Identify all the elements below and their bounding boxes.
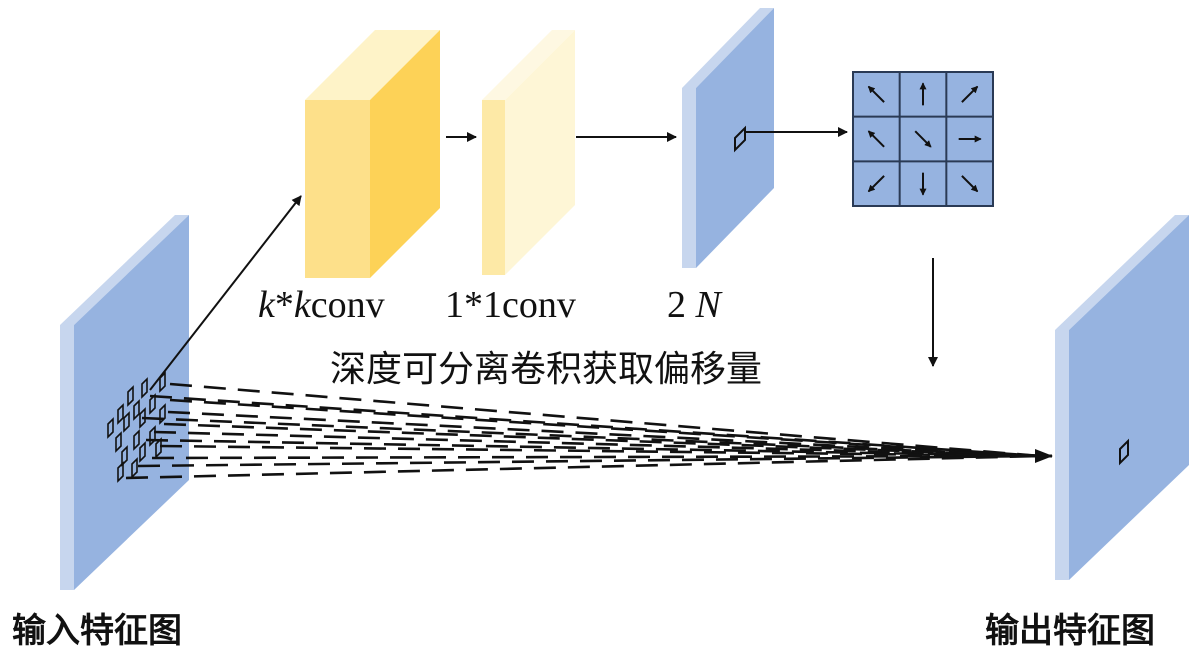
sampling-ray — [137, 454, 1041, 468]
sampling-ray — [125, 454, 1041, 480]
onexone-side — [505, 30, 575, 275]
sampling-rays — [125, 382, 1053, 480]
sampling-point — [139, 407, 146, 429]
sampling-point — [117, 461, 124, 483]
sampling-point — [133, 399, 140, 421]
sampling-point — [139, 441, 146, 463]
output-sample-point — [1119, 438, 1129, 466]
label-output-feature-map: 输出特征图 — [985, 611, 1155, 651]
output-map-left-edge — [1055, 330, 1069, 580]
kxk-conv-block — [305, 30, 440, 278]
kxk-k1: k — [258, 284, 275, 326]
offset-arrow-up-left — [867, 85, 885, 103]
sampling-ray — [145, 438, 1041, 458]
sampling-point — [159, 371, 166, 393]
offset-arrow-down-right — [914, 130, 932, 148]
input-map-top-edge — [60, 215, 189, 325]
label-input-feature-map: 输入特征图 — [12, 611, 182, 651]
kxk-top — [305, 30, 440, 100]
onexone-top — [482, 30, 575, 100]
sampling-ray — [159, 444, 1041, 458]
onexone-front — [482, 100, 505, 275]
kxk-side — [370, 30, 440, 278]
label-kxk-conv: k*kconv — [258, 283, 385, 327]
sampling-ray — [141, 416, 1041, 458]
input-feature-map — [60, 215, 189, 590]
offset-arrow-down-left — [867, 175, 885, 193]
kxk-conv-word: conv — [310, 284, 385, 326]
sampling-point — [115, 431, 122, 453]
caption-offset: 深度可分离卷积获取偏移量 — [330, 349, 763, 390]
sampling-point — [107, 417, 114, 439]
output-map-face — [1069, 215, 1189, 580]
sampling-point — [127, 385, 134, 407]
twoN-left-edge — [682, 88, 696, 268]
offset-arrow-up-left — [867, 130, 885, 148]
sampling-ray — [163, 422, 1041, 458]
sampling-ray — [149, 394, 1041, 458]
label-2n: 2 N — [667, 283, 721, 327]
twoN-top-edge — [682, 8, 774, 88]
label-1x1-conv: 1*1conv — [445, 284, 576, 326]
sampling-point — [131, 457, 138, 479]
kxk-k2: k — [293, 284, 311, 326]
twoN-sample-point — [734, 125, 746, 153]
output-map-top-edge — [1055, 215, 1189, 330]
sampling-ray — [169, 398, 1041, 458]
offset-grid — [852, 71, 994, 207]
output-feature-map — [1055, 215, 1189, 580]
sampling-point — [133, 429, 140, 451]
input-map-left-edge — [60, 325, 74, 590]
offset-2n-map — [682, 8, 774, 268]
kxk-op: * — [274, 284, 294, 326]
sampling-point — [141, 377, 148, 399]
offset-arrow-down-right — [961, 175, 979, 193]
arrow-input-to-kxk — [149, 195, 302, 391]
one-by-one-conv-block — [482, 30, 575, 275]
twoN-variable: N — [695, 284, 721, 326]
sampling-point — [117, 403, 124, 425]
kxk-front — [305, 100, 370, 278]
offset-arrow-up-right — [961, 85, 979, 103]
sampling-point — [121, 445, 128, 467]
sampling-ray — [151, 454, 1041, 460]
sampling-point — [123, 411, 130, 433]
sampling-ray — [153, 430, 1041, 458]
connector-arrows — [149, 127, 938, 391]
twoN-number: 2 — [667, 284, 686, 326]
sampling-ray — [169, 382, 1041, 458]
